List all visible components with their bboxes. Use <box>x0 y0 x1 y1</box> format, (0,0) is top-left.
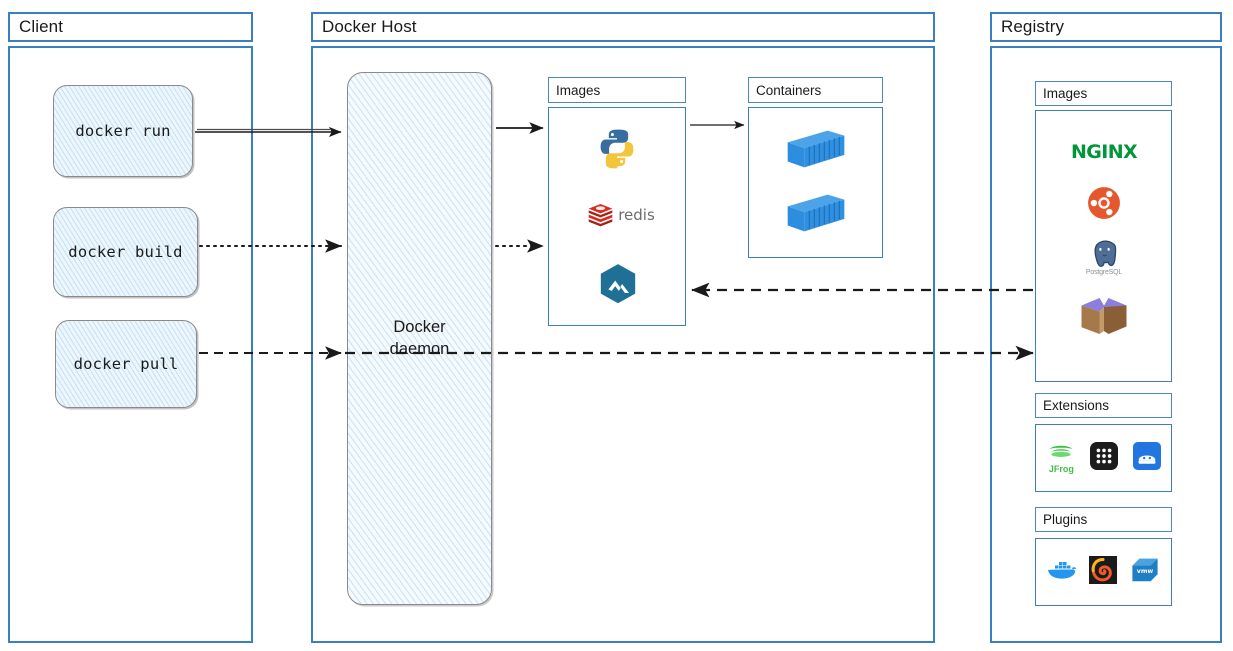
vmware-logo: vmw <box>1128 556 1162 589</box>
redis-wordmark: redis <box>618 206 655 224</box>
docker-build-box[interactable]: docker build <box>53 207 198 297</box>
docker-build-label: docker build <box>68 243 183 261</box>
jfrog-icon <box>1049 445 1073 457</box>
alpine-hex-logo <box>594 260 642 308</box>
plugins-icon-row: vmw <box>1040 551 1168 593</box>
app-grid-icon <box>1089 441 1118 470</box>
python-logo <box>592 124 642 172</box>
client-zone-title: Client <box>19 17 64 36</box>
docker-whale-icon <box>1047 561 1077 579</box>
docker-daemon-label: Docker daemon <box>389 318 450 358</box>
package-box-icon <box>1081 298 1127 334</box>
jfrog-logo: JFrog <box>1047 442 1075 474</box>
container-icon <box>787 194 845 232</box>
redis-icon <box>588 204 613 227</box>
registry-extensions-tab: Extensions <box>1035 393 1172 418</box>
extensions-icon-row: JFrog <box>1040 437 1168 479</box>
svg-text:vmw: vmw <box>1137 567 1154 574</box>
host-containers-title: Containers <box>756 82 822 98</box>
docker-pull-label: docker pull <box>73 355 179 373</box>
postgresql-wordmark: PostgreSQL <box>1085 269 1123 276</box>
python-icon <box>600 129 634 169</box>
blue-card-logo <box>1132 441 1161 475</box>
registry-images-tab: Images <box>1035 81 1172 106</box>
host-containers-body <box>748 107 883 258</box>
jfrog-wordmark: JFrog <box>1048 464 1074 474</box>
docker-run-label: docker run <box>75 122 171 140</box>
nginx-logo: NGINX <box>1058 138 1150 166</box>
docker-pull-box[interactable]: docker pull <box>55 320 197 408</box>
host-images-body <box>548 107 686 326</box>
alpine-hex-icon <box>600 264 636 304</box>
postgresql-icon <box>1094 240 1117 267</box>
app-grid-logo <box>1089 441 1118 475</box>
docker-whale-logo <box>1046 558 1078 587</box>
registry-images-title: Images <box>1043 86 1088 101</box>
registry-plugins-tab: Plugins <box>1035 507 1172 532</box>
host-zone-tab: Docker Host <box>311 12 935 42</box>
postgresql-logo: PostgreSQL <box>1077 234 1131 280</box>
redis-logo: redis <box>585 200 657 230</box>
docker-daemon-box[interactable]: Docker daemon <box>347 72 492 605</box>
container-box-1 <box>785 125 847 173</box>
docker-run-box[interactable]: docker run <box>53 85 193 177</box>
grafana-icon <box>1088 555 1117 584</box>
client-zone-tab: Client <box>8 12 253 42</box>
nginx-wordmark: NGINX <box>1070 141 1138 163</box>
host-zone-title: Docker Host <box>322 17 417 36</box>
ubuntu-logo <box>1085 184 1123 222</box>
host-containers-tab: Containers <box>748 77 883 103</box>
host-images-title: Images <box>556 82 601 98</box>
host-images-tab: Images <box>548 77 686 103</box>
grafana-logo <box>1088 555 1117 589</box>
registry-plugins-title: Plugins <box>1043 512 1088 527</box>
vmware-icon: vmw <box>1132 558 1158 581</box>
ubuntu-icon <box>1088 187 1120 219</box>
package-box-logo <box>1076 292 1132 340</box>
registry-zone-title: Registry <box>1001 17 1065 36</box>
registry-extensions-title: Extensions <box>1043 398 1110 413</box>
registry-zone-tab: Registry <box>990 12 1222 42</box>
container-box-2 <box>785 189 847 237</box>
blue-card-icon <box>1132 441 1161 470</box>
container-icon <box>787 130 845 168</box>
